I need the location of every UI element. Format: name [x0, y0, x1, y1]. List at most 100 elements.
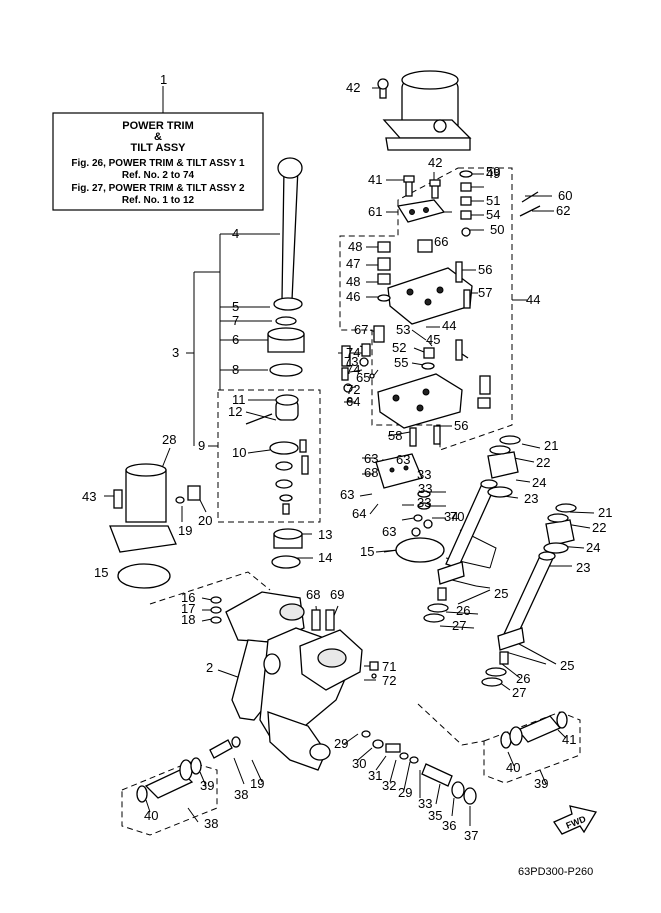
callout-label-45: 45: [426, 332, 440, 347]
callout-label-46: 46: [346, 289, 360, 304]
manifold-housing: [225, 591, 363, 771]
info-box-number: 1: [160, 72, 167, 87]
callout-label-31: 31: [368, 768, 382, 783]
callout-label-7: 7: [232, 313, 239, 328]
info-box-title-2: &: [154, 131, 162, 143]
callout-label-15: 15: [94, 565, 108, 580]
callout-label-70: 70: [450, 509, 464, 524]
callout-label-39: 39: [534, 776, 548, 791]
callout-label-5: 5: [232, 299, 239, 314]
callout-label-56: 56: [478, 262, 492, 277]
info-box-title-1: POWER TRIM: [122, 120, 194, 132]
callout-label-63: 63: [340, 487, 354, 502]
callout-label-14: 14: [318, 550, 332, 565]
callout-label-72: 72: [346, 382, 360, 397]
callout-label-20: 20: [198, 513, 212, 528]
callout-label-38: 38: [204, 816, 218, 831]
reservoir: [109, 463, 201, 553]
callout-label-21: 21: [544, 438, 558, 453]
callout-label-64: 64: [352, 506, 366, 521]
callout-label-22: 22: [592, 520, 606, 535]
callout-label-2: 2: [206, 660, 213, 675]
callout-label-27: 27: [452, 618, 466, 633]
callout-label-15: 15: [360, 544, 374, 559]
callout-label-4: 4: [232, 226, 239, 241]
callout-label-49: 49: [486, 166, 500, 181]
callout-label-68: 68: [306, 587, 320, 602]
callout-label-8: 8: [232, 362, 239, 377]
callout-label-40: 40: [506, 760, 520, 775]
callout-label-43: 43: [82, 489, 96, 504]
trim-motor: [377, 70, 472, 151]
callout-label-26: 26: [516, 671, 530, 686]
callout-label-66: 66: [434, 234, 448, 249]
callout-label-74: 74: [346, 362, 360, 377]
callout-label-33: 33: [418, 796, 432, 811]
callout-label-42: 42: [428, 155, 442, 170]
callout-label-74: 74: [346, 345, 360, 360]
callout-label-30: 30: [352, 756, 366, 771]
callout-label-25: 25: [560, 658, 574, 673]
callout-label-39: 39: [200, 778, 214, 793]
callout-label-23: 23: [576, 560, 590, 575]
callout-label-25: 25: [494, 586, 508, 601]
info-box-ref-3: Fig. 27, POWER TRIM & TILT ASSY 2: [71, 183, 245, 194]
callout-label-3: 3: [172, 345, 179, 360]
callout-label-19: 19: [178, 523, 192, 538]
callout-label-64: 64: [346, 394, 360, 409]
callout-label-26: 26: [456, 603, 470, 618]
callout-label-57: 57: [478, 285, 492, 300]
callout-label-19: 19: [250, 776, 264, 791]
callout-label-23: 23: [524, 491, 538, 506]
callout-label-38: 38: [234, 787, 248, 802]
fwd-arrow: FWD: [553, 805, 598, 835]
callout-label-29: 29: [398, 785, 412, 800]
callout-label-28: 28: [162, 432, 176, 447]
callout-label-9: 9: [198, 438, 205, 453]
callout-label-63: 63: [396, 452, 410, 467]
callout-label-63: 63: [364, 451, 378, 466]
callout-label-33: 33: [417, 495, 431, 510]
callout-label-27: 27: [512, 685, 526, 700]
callout-label-67: 67: [354, 322, 368, 337]
callout-label-58: 58: [388, 428, 402, 443]
callout-label-68: 68: [364, 465, 378, 480]
callout-label-52: 52: [392, 340, 406, 355]
callout-label-33: 33: [418, 481, 432, 496]
callout-label-62: 62: [556, 203, 570, 218]
callout-label-44: 44: [442, 318, 456, 333]
callout-label-44: 44: [526, 292, 540, 307]
callout-label-51: 51: [486, 193, 500, 208]
callout-label-18: 18: [181, 612, 195, 627]
callout-label-17: 17: [181, 601, 195, 616]
tilt-rod-assembly: [267, 157, 305, 377]
callout-label-33: 33: [417, 467, 431, 482]
callout-label-24: 24: [532, 475, 546, 490]
callout-label-22: 22: [536, 455, 550, 470]
callout-label-54: 54: [486, 207, 500, 222]
callout-label-40: 40: [144, 808, 158, 823]
callout-label-69: 69: [330, 587, 344, 602]
callout-label-12: 12: [228, 404, 242, 419]
info-box-ref-1: Fig. 26, POWER TRIM & TILT ASSY 1: [71, 158, 245, 169]
callout-label-47: 47: [346, 256, 360, 271]
callout-label-29: 29: [334, 736, 348, 751]
info-box: 1 POWER TRIM & TILT ASSY Fig. 26, POWER …: [52, 72, 264, 211]
callout-label-71: 71: [382, 659, 396, 674]
parts: FWD: [109, 70, 598, 835]
callout-label-59: 59: [486, 164, 500, 179]
callout-label-48: 48: [348, 239, 362, 254]
info-box-ref-2: Ref. No. 2 to 74: [122, 170, 195, 181]
callout-label-65: 65: [356, 370, 370, 385]
callout-label-72: 72: [382, 673, 396, 688]
callout-label-41: 41: [562, 732, 576, 747]
callout-label-37: 37: [464, 828, 478, 843]
callout-label-73: 73: [344, 354, 358, 369]
callout-label-13: 13: [318, 527, 332, 542]
piston-assembly: [245, 394, 309, 515]
callout-label-41: 41: [368, 172, 382, 187]
callout-label-56: 56: [454, 418, 468, 433]
callout-label-34: 34: [444, 509, 458, 524]
